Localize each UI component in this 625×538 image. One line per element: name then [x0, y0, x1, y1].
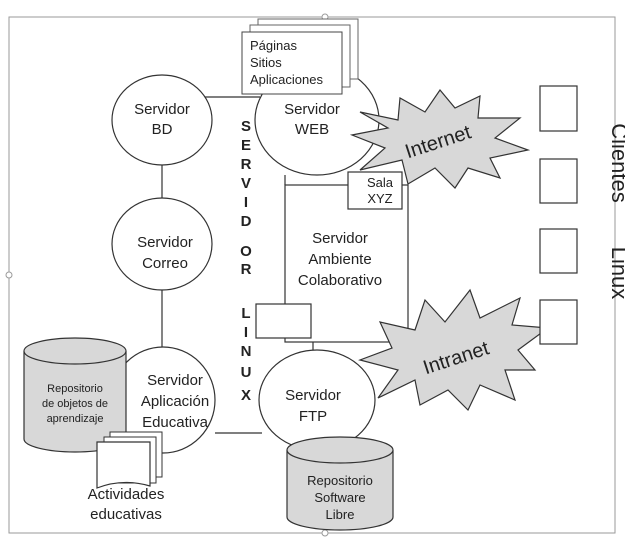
server-web-line-1: Servidor: [284, 101, 340, 118]
intranet-cloud: Intranet: [358, 288, 550, 412]
v1-letter-4: I: [244, 194, 248, 211]
server-educ-line-1: Servidor: [147, 372, 203, 389]
repo-software-top: [286, 436, 394, 464]
server-educativa: Servidor Aplicación Educativa: [110, 346, 216, 454]
repo-software-line-2: Software: [314, 490, 365, 505]
repo-objetos-top: [23, 337, 127, 365]
v1-letter-3: V: [241, 175, 251, 192]
repo-software-line-1: Repositorio: [307, 473, 373, 488]
server-ftp-line-2: FTP: [299, 408, 327, 425]
actividades-line-1: Actividades: [88, 486, 165, 503]
actividades-line-2: educativas: [90, 506, 162, 523]
v1-letter-2: R: [241, 156, 252, 173]
server-ftp-line-1: Servidor: [285, 387, 341, 404]
pages-doc-line-3: Aplicaciones: [250, 72, 323, 87]
server-correo-shape: [111, 197, 213, 291]
connection-lines: [161, 96, 314, 434]
server-colab-line-3: Colaborativo: [298, 272, 382, 289]
server-bd: Servidor BD: [111, 74, 213, 166]
server-correo-line-2: Correo: [142, 255, 188, 272]
v1-letter-5: D: [241, 213, 252, 230]
doc-front: [241, 31, 343, 95]
actividades-document-stack: Actividades educativas: [88, 431, 165, 523]
client-box-1: [539, 85, 578, 132]
server-correo-line-1: Servidor: [137, 234, 193, 251]
internet-cloud: Internet: [349, 89, 531, 189]
repo-objetos-line-1: Repositorio: [47, 383, 103, 395]
repo-objetos-line-3: aprendizaje: [47, 413, 104, 425]
v2-letter-3: U: [241, 364, 252, 381]
pages-doc-line-2: Sitios: [250, 55, 282, 70]
server-colab-line-2: Ambiente: [308, 251, 371, 268]
vertical-label-servidor: S E R V I D O R: [240, 118, 252, 278]
v1-letter-6: O: [240, 243, 252, 260]
activ-doc-front: [96, 441, 151, 489]
v2-letter-1: I: [244, 324, 248, 341]
sala-xyz-shape: [347, 171, 403, 210]
v1-letter-7: R: [241, 261, 252, 278]
server-ftp: Servidor FTP: [258, 349, 376, 451]
client-terminals: [539, 85, 578, 345]
v1-letter-0: S: [241, 118, 251, 135]
frame-handle-left: [5, 271, 13, 279]
client-box-3: [539, 228, 578, 274]
server-bd-shape: [111, 74, 213, 166]
sala-xyz-line-2: XYZ: [367, 191, 392, 206]
internet-cloud-shape: [349, 89, 531, 189]
client-box-4: [539, 299, 578, 345]
clients-title-label: Clientes: [607, 123, 625, 202]
repo-software-line-3: Libre: [326, 507, 355, 522]
client-box-2: [539, 158, 578, 204]
server-bd-line-1: Servidor: [134, 101, 190, 118]
empty-terminal-box: [255, 303, 312, 339]
repo-objetos-cylinder: Repositorio de objetos de aprendizaje: [23, 337, 127, 453]
repo-objetos-line-2: de objetos de: [42, 398, 108, 410]
server-colab-line-1: Servidor: [312, 230, 368, 247]
sala-xyz-line-1: Sala: [367, 175, 394, 190]
clients-os-label: Linux: [607, 247, 625, 300]
repo-software-body: [286, 450, 394, 531]
pages-document-stack: Páginas Sitios Aplicaciones: [241, 18, 359, 95]
server-educ-line-2: Aplicación: [141, 393, 209, 410]
server-educ-line-3: Educativa: [142, 414, 209, 431]
pages-doc-line-1: Páginas: [250, 38, 297, 53]
server-bd-line-2: BD: [152, 121, 173, 138]
vertical-label-linux: L I N U X: [241, 305, 252, 404]
server-web-line-2: WEB: [295, 121, 329, 138]
intranet-cloud-shape: [358, 288, 550, 412]
repo-software-cylinder: Repositorio Software Libre: [286, 436, 394, 531]
v1-letter-1: E: [241, 137, 251, 154]
frame-handle-bottom: [321, 529, 329, 537]
sala-xyz-box: Sala XYZ: [347, 171, 403, 210]
v2-letter-2: N: [241, 343, 252, 360]
server-correo: Servidor Correo: [111, 197, 213, 291]
v2-letter-4: X: [241, 387, 251, 404]
v2-letter-0: L: [241, 305, 250, 322]
